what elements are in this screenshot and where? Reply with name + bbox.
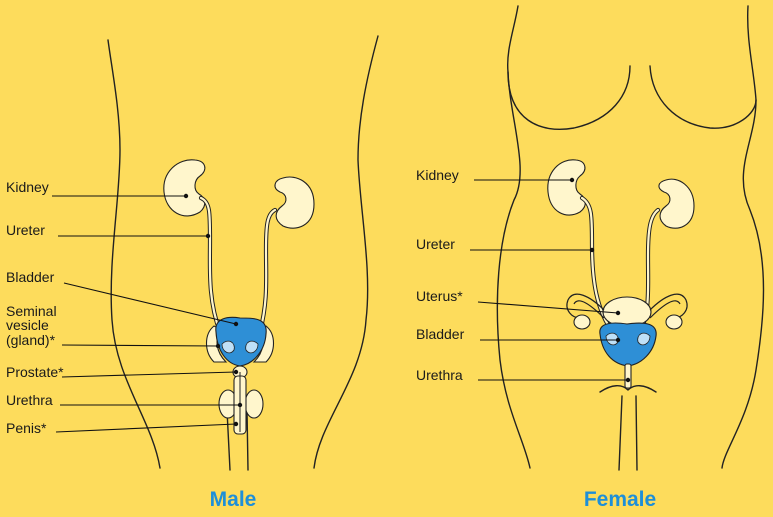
- female-body-outline-left: [497, 6, 530, 468]
- male-bladder-label: Bladder: [6, 269, 55, 285]
- male-kidney-dot: [184, 194, 188, 198]
- male-seminal-dot: [216, 344, 220, 348]
- female-leg-line: [636, 396, 637, 470]
- female-kidney-right: [659, 179, 694, 228]
- male-body-outline-right: [314, 36, 378, 468]
- female-bladder: [600, 323, 656, 366]
- male-penis-dot: [234, 422, 238, 426]
- female-body-outline-right: [722, 6, 764, 468]
- male-prostate-leader: [62, 372, 236, 377]
- male-seminal-label-line2: vesicle: [6, 317, 49, 333]
- female-ovary-right: [666, 315, 682, 329]
- male-prostate-dot: [234, 370, 238, 374]
- male-ureter-label: Ureter: [6, 222, 45, 238]
- female-uterus-dot: [616, 311, 620, 315]
- male-ureter-dot: [206, 234, 210, 238]
- male-leg-line: [247, 410, 248, 470]
- male-bladder-dot: [234, 322, 238, 326]
- female-ureter-label: Ureter: [416, 236, 455, 252]
- male-kidney-label: Kidney: [6, 179, 49, 195]
- female-bladder-dot: [616, 338, 620, 342]
- female-kidney-left: [548, 160, 585, 215]
- female-bladder-label: Bladder: [416, 326, 465, 342]
- male-caption: Male: [210, 488, 257, 511]
- female-caption: Female: [584, 488, 656, 511]
- male-seminal-label-line3: (gland)*: [6, 332, 56, 348]
- male-body-outline-left: [108, 40, 160, 468]
- female-urethra-dot: [626, 378, 630, 382]
- male-leg-line: [227, 410, 230, 470]
- female-leg-line: [619, 396, 622, 470]
- female-kidney-label: Kidney: [416, 167, 459, 183]
- female-fallopian-tube-right: [650, 294, 687, 318]
- male-figure: Kidney Ureter Bladder Seminal vesicle (g…: [6, 36, 378, 511]
- male-prostate-label: Prostate*: [6, 364, 64, 380]
- female-breast-left: [508, 66, 630, 129]
- male-urethra-label: Urethra: [6, 392, 53, 408]
- male-penis-label: Penis*: [6, 420, 47, 436]
- male-kidney-right: [275, 177, 314, 228]
- female-ureter-dot: [590, 248, 594, 252]
- female-urethra-label: Urethra: [416, 367, 463, 383]
- male-urethra-dot: [238, 403, 242, 407]
- female-figure: Kidney Ureter Uterus* Bladder Urethra Fe…: [416, 6, 764, 511]
- female-urethra: [625, 364, 631, 388]
- female-kidney-dot: [570, 178, 574, 182]
- male-ureter-left-inner: [201, 198, 220, 332]
- male-testis-right: [245, 390, 263, 418]
- female-uterus-label: Uterus*: [416, 288, 463, 304]
- female-breast-right: [650, 66, 756, 128]
- female-ovary-left: [574, 315, 590, 329]
- male-seminal-leader: [62, 345, 218, 346]
- male-kidney-left: [164, 160, 205, 216]
